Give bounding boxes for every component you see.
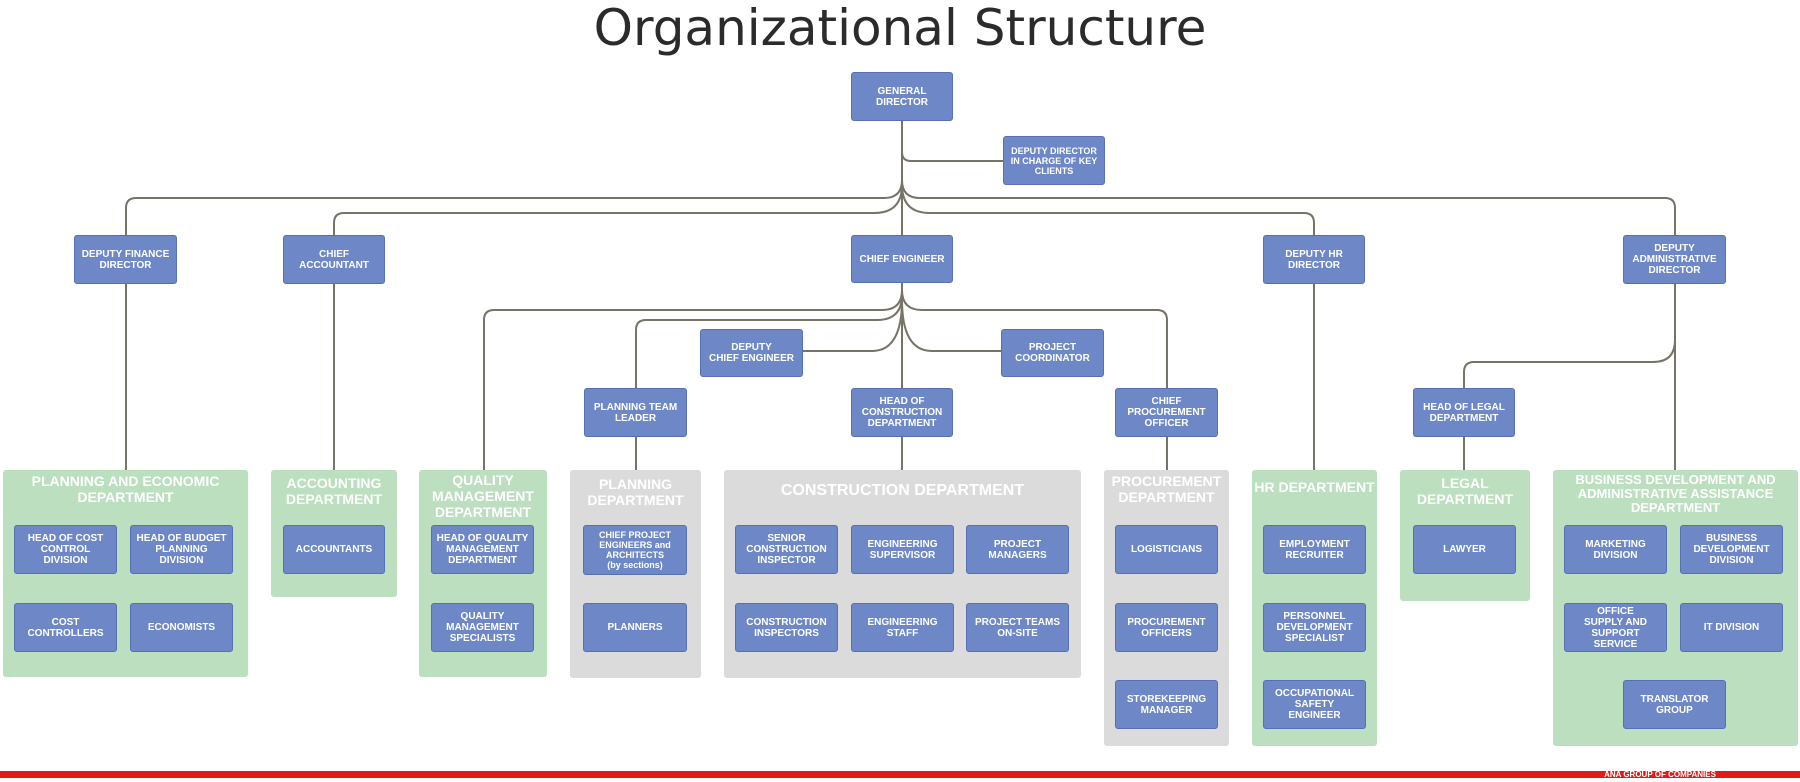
- head-legal-box: HEAD OF LEGAL DEPARTMENT: [1413, 388, 1515, 437]
- translator-group-box: TRANSLATOR GROUP: [1623, 680, 1726, 729]
- department-title: CONSTRUCTION DEPARTMENT: [780, 482, 1025, 499]
- quality-management-department: QUALITY MANAGEMENT DEPARTMENT HEAD OF QU…: [419, 470, 547, 677]
- senior-construction-inspector-box: SENIOR CONSTRUCTION INSPECTOR: [735, 525, 838, 574]
- chief-accountant-box: CHIEF ACCOUNTANT: [283, 235, 385, 284]
- chief-project-engineers-box: CHIEF PROJECT ENGINEERS and ARCHITECTS (…: [583, 525, 687, 575]
- department-title: LEGAL DEPARTMENT: [1416, 475, 1514, 507]
- chief-project-engineers-note: (by sections): [607, 560, 663, 570]
- personnel-development-box: PERSONNEL DEVELOPMENT SPECIALIST: [1263, 603, 1366, 652]
- planning-department: PLANNING DEPARTMENT CHIEF PROJECT ENGINE…: [570, 470, 701, 678]
- business-development-department: BUSINESS DEVELOPMENT AND ADMINISTRATIVE …: [1553, 470, 1798, 746]
- head-budget-planning-box: HEAD OF BUDGET PLANNING DIVISION: [130, 525, 233, 574]
- department-title: HR DEPARTMENT: [1254, 479, 1375, 495]
- head-quality-box: HEAD OF QUALITY MANAGEMENT DEPARTMENT: [431, 525, 534, 574]
- chief-project-engineers-label: CHIEF PROJECT ENGINEERS and ARCHITECTS: [598, 530, 671, 560]
- logisticians-box: LOGISTICIANS: [1115, 525, 1218, 574]
- deputy-finance-director-box: DEPUTY FINANCE DIRECTOR: [74, 235, 177, 284]
- footer-company-name: ANA GROUP OF COMPANIES: [1604, 770, 1716, 779]
- hr-department: HR DEPARTMENT EMPLOYMENT RECRUITER PERSO…: [1252, 470, 1377, 746]
- deputy-key-clients-box: DEPUTY DIRECTOR IN CHARGE OF KEY CLIENTS: [1003, 136, 1105, 185]
- construction-inspectors-box: CONSTRUCTION INSPECTORS: [735, 603, 838, 652]
- footer-bar: [0, 771, 1800, 778]
- planners-box: PLANNERS: [583, 603, 687, 652]
- project-coordinator-box: PROJECT COORDINATOR: [1001, 329, 1104, 377]
- procurement-department: PROCUREMENT DEPARTMENT LOGISTICIANS PROC…: [1104, 470, 1229, 746]
- project-managers-box: PROJECT MANAGERS: [966, 525, 1069, 574]
- department-title: ACCOUNTING DEPARTMENT: [285, 475, 383, 507]
- department-title: QUALITY MANAGEMENT DEPARTMENT: [432, 472, 534, 520]
- accounting-department: ACCOUNTING DEPARTMENT ACCOUNTANTS: [271, 470, 397, 597]
- general-director-box: GENERAL DIRECTOR: [851, 72, 953, 121]
- engineering-supervisor-box: ENGINEERING SUPERVISOR: [851, 525, 954, 574]
- head-construction-box: HEAD OF CONSTRUCTION DEPARTMENT: [851, 388, 953, 437]
- head-cost-control-box: HEAD OF COST CONTROL DIVISION: [14, 525, 117, 574]
- deputy-chief-engineer-box: DEPUTY CHIEF ENGINEER: [700, 329, 803, 377]
- chief-engineer-box: CHIEF ENGINEER: [851, 235, 953, 283]
- department-title: PLANNING AND ECONOMIC DEPARTMENT: [31, 473, 220, 505]
- quality-specialists-box: QUALITY MANAGEMENT SPECIALISTS: [431, 603, 534, 652]
- lawyer-box: LAWYER: [1413, 525, 1516, 574]
- deputy-hr-director-box: DEPUTY HR DIRECTOR: [1263, 235, 1365, 284]
- planning-economic-department: PLANNING AND ECONOMIC DEPARTMENT HEAD OF…: [3, 470, 248, 677]
- page-title: Organizational Structure: [593, 0, 1207, 57]
- economists-box: ECONOMISTS: [130, 603, 233, 652]
- it-division-box: IT DIVISION: [1680, 603, 1783, 652]
- business-development-division-box: BUSINESS DEVELOPMENT DIVISION: [1680, 525, 1783, 574]
- procurement-officers-box: PROCUREMENT OFFICERS: [1115, 603, 1218, 652]
- construction-department: CONSTRUCTION DEPARTMENT SENIOR CONSTRUCT…: [724, 470, 1081, 678]
- accountants-box: ACCOUNTANTS: [283, 525, 385, 574]
- department-title: PROCUREMENT DEPARTMENT: [1111, 473, 1222, 505]
- project-teams-box: PROJECT TEAMS ON-SITE: [966, 603, 1069, 652]
- storekeeping-manager-box: STOREKEEPING MANAGER: [1115, 680, 1218, 729]
- department-title: PLANNING DEPARTMENT: [587, 476, 684, 508]
- occupational-safety-box: OCCUPATIONAL SAFETY ENGINEER: [1263, 680, 1366, 729]
- chief-procurement-officer-box: CHIEF PROCUREMENT OFFICER: [1115, 388, 1218, 437]
- marketing-division-box: MARKETING DIVISION: [1564, 525, 1667, 574]
- engineering-staff-box: ENGINEERING STAFF: [851, 603, 954, 652]
- office-supply-box: OFFICE SUPPLY AND SUPPORT SERVICE: [1564, 603, 1667, 652]
- planning-team-leader-box: PLANNING TEAM LEADER: [584, 388, 687, 437]
- cost-controllers-box: COST CONTROLLERS: [14, 603, 117, 652]
- deputy-administrative-director-box: DEPUTY ADMINISTRATIVE DIRECTOR: [1623, 235, 1726, 284]
- employment-recruiter-box: EMPLOYMENT RECRUITER: [1263, 525, 1366, 574]
- legal-department: LEGAL DEPARTMENT LAWYER: [1400, 470, 1530, 601]
- department-title: BUSINESS DEVELOPMENT AND ADMINISTRATIVE …: [1575, 472, 1776, 515]
